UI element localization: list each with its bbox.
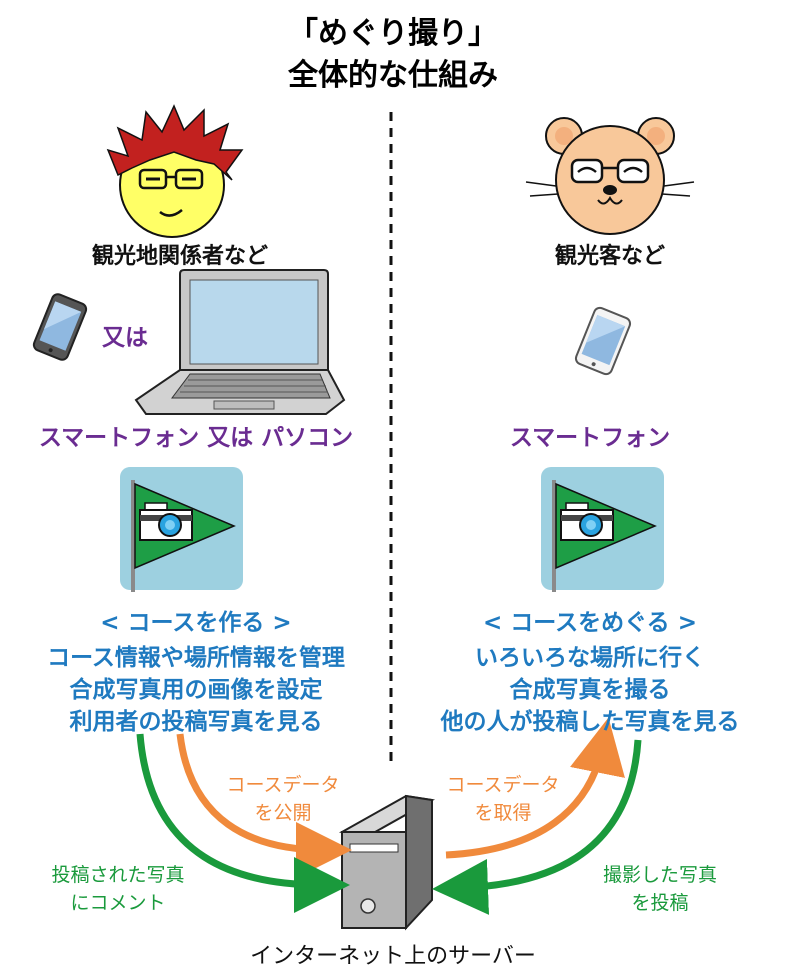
comment-label-2: にコメント [70, 892, 166, 914]
left-heading: < コースを作る > [100, 610, 292, 636]
comment-label-1: 投稿された写真 [51, 864, 185, 886]
post-label-1: 撮影した写真 [602, 864, 717, 886]
arrow-acquire [445, 717, 625, 859]
left-line-3: 利用者の投稿写真を見る [69, 709, 323, 735]
title-line-1: 「めぐり撮り」 [288, 16, 498, 51]
right-line-1: いろいろな場所に行く [475, 645, 705, 671]
publish-label-1: コースデータ [226, 774, 340, 796]
or-label: 又は [102, 325, 148, 351]
arrow-comment [136, 733, 350, 913]
laptop-icon [134, 269, 346, 415]
right-person-label: 観光客など [554, 244, 665, 269]
arrow-publish [176, 733, 352, 878]
post-label-2: を投稿 [631, 892, 689, 914]
right-device-label: スマートフォン [509, 425, 671, 451]
server-icon [338, 794, 436, 931]
left-device-label: スマートフォン 又は パソコン [38, 425, 354, 451]
smartphone-white-icon [574, 306, 632, 376]
publish-label-2: を公開 [254, 802, 312, 824]
acquire-label-2: を取得 [474, 802, 532, 824]
right-line-2: 合成写真を撮る [509, 677, 671, 703]
arrow-post [432, 739, 642, 915]
flag-camera-icon-right [541, 467, 664, 592]
title-line-2: 全体的な仕組み [288, 58, 498, 93]
smartphone-dark-icon [32, 293, 88, 361]
server-label: インターネット上のサーバー [250, 944, 536, 969]
left-person-label: 観光地関係者など [91, 244, 268, 269]
right-line-3: 他の人が投稿した写真を見る [440, 709, 740, 735]
acquire-label-1: コースデータ [446, 774, 560, 796]
boy-icon [106, 104, 244, 238]
left-line-1: コース情報や場所情報を管理 [47, 645, 345, 671]
right-heading: < コースをめぐる > [483, 610, 697, 636]
bear-icon [525, 117, 695, 235]
left-line-2: 合成写真用の画像を設定 [69, 677, 323, 703]
flag-camera-icon-left [120, 467, 243, 592]
